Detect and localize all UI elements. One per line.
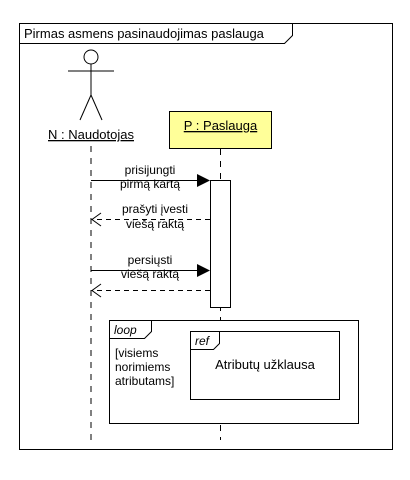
loop-guard-line-1: [visiems [115, 346, 158, 360]
message-2-label-line-1: prašyti įvesti [122, 202, 188, 216]
message-1-label-line-2: pirmą kartą [120, 177, 180, 191]
message-3-label-line-1: persiųsti [128, 253, 173, 267]
message-2-arrowhead [91, 212, 102, 227]
message-4-arrowhead [91, 283, 102, 298]
loop-operator: loop [114, 323, 137, 337]
loop-guard-line-3: atributams] [115, 374, 174, 388]
loop-operator-tab [109, 320, 152, 339]
loop-guard-line-2: norimiems [115, 360, 170, 374]
frame-title-tab [19, 23, 293, 44]
ref-operator: ref [195, 334, 211, 348]
message-1-label-line-1: prisijungti [125, 163, 176, 177]
message-2-label-line-2: viešą raktą [126, 217, 184, 231]
actor-label: N : Naudotojas [48, 127, 134, 142]
message-1-arrowhead [197, 174, 210, 187]
ref-label: Atributų užklausa [215, 357, 315, 372]
service-lifeline-head [169, 111, 272, 149]
actor-icon [68, 49, 114, 121]
ref-fragment [190, 331, 340, 400]
service-activation-bar [210, 180, 231, 308]
message-3-arrowhead [197, 264, 210, 277]
ref-operator-tab [190, 331, 220, 350]
message-3-label-line-2: viešą raktą [121, 267, 179, 281]
frame-title: Pirmas asmens pasinaudojimas paslauga [24, 26, 265, 41]
service-label: P : Paslauga [184, 118, 258, 133]
